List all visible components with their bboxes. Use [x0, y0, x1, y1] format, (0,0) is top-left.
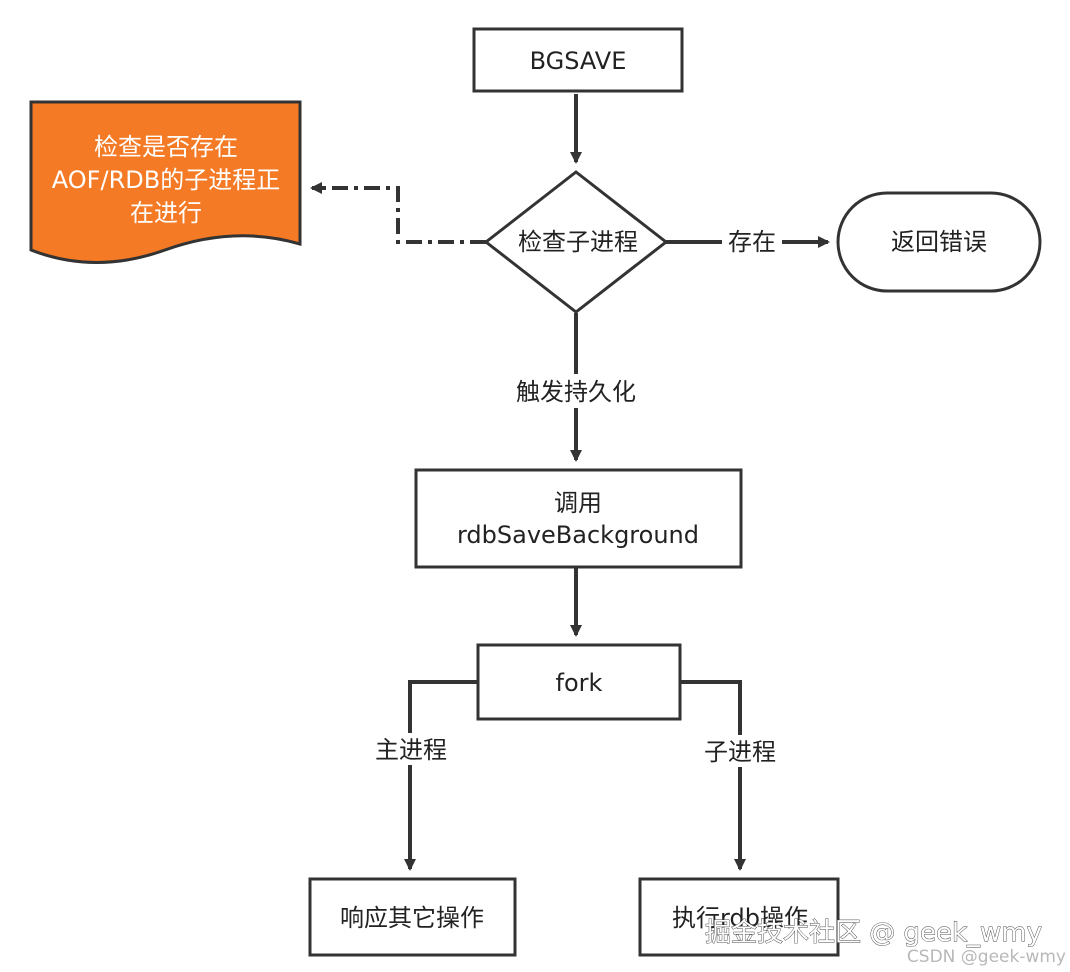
edge-fork-to-respond — [404, 680, 478, 871]
edge-label-exists: 存在 — [728, 228, 776, 256]
node-bgsave — [472, 27, 684, 93]
note-line-3: 在进行 — [130, 199, 202, 227]
watermark-csdn: CSDN @geek-wmy — [907, 947, 1066, 967]
label-bg-main — [370, 733, 452, 765]
watermark-juejin: 掘金技术社区 @ geek_wmy — [705, 918, 1042, 948]
node-respond-other — [308, 877, 517, 957]
label-bg-exists — [722, 226, 782, 258]
node-return-error-label: 返回错误 — [891, 228, 987, 256]
node-exec-rdb — [638, 877, 840, 957]
node-exec-rdb-label: 执行rdb操作 — [672, 904, 808, 932]
edge-label-main-process: 主进程 — [375, 736, 447, 764]
node-bgsave-label: BGSAVE — [530, 47, 627, 75]
edge-label-child-process: 子进程 — [704, 738, 776, 766]
node-check-child-label: 检查子进程 — [518, 228, 638, 256]
node-note-document — [29, 100, 302, 264]
node-call-line-1: 调用 — [554, 489, 602, 517]
node-call-line-2: rdbSaveBackground — [457, 521, 699, 549]
edge-label-trigger-persist: 触发持久化 — [516, 378, 636, 406]
node-call-rdbsavebackground — [414, 468, 743, 569]
node-return-error — [836, 191, 1042, 293]
edge-fork-to-exec — [680, 680, 746, 871]
node-fork — [476, 643, 682, 721]
note-line-1: 检查是否存在 — [94, 133, 238, 161]
node-fork-label: fork — [556, 669, 603, 697]
label-bg-child — [699, 735, 781, 767]
node-check-child-decision — [483, 170, 669, 314]
note-line-2: AOF/RDB的子进程正 — [52, 166, 280, 194]
label-bg-trigger — [510, 374, 642, 408]
node-respond-other-label: 响应其它操作 — [340, 904, 484, 932]
edge-check-to-note — [310, 182, 486, 244]
